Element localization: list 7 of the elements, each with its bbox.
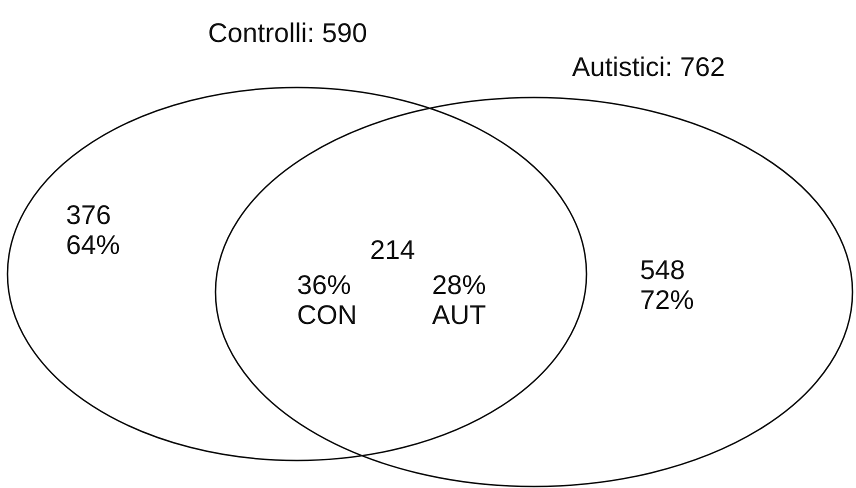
count-label: 28% AUT xyxy=(432,270,488,330)
set-title: Controlli: 590 xyxy=(208,18,368,48)
count-label: 214 xyxy=(370,235,416,265)
count-label: 376 64% xyxy=(66,200,122,260)
count-label: 36% CON xyxy=(297,270,358,330)
count-label: 548 72% xyxy=(640,255,696,315)
set-title: Autistici: 762 xyxy=(572,52,726,82)
